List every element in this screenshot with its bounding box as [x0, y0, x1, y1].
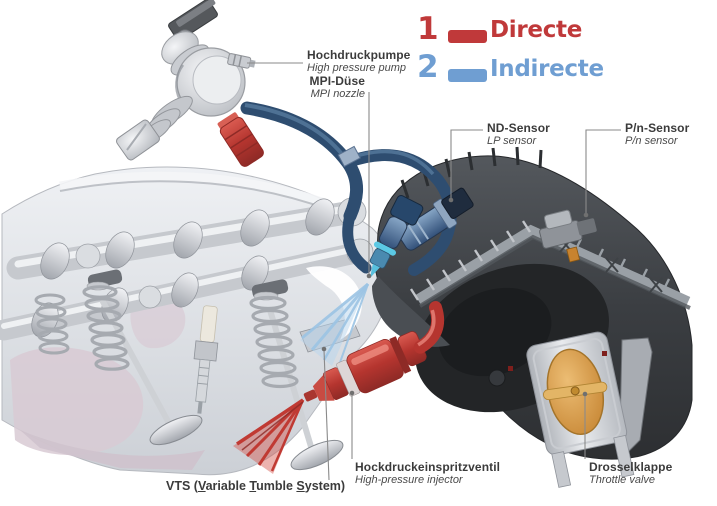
legend-label-direct: Directe [490, 17, 583, 43]
label-nd-en: LP sensor [487, 135, 537, 147]
callout-hp-injector: Hockdruckeinspritzventil High-pressure i… [355, 460, 501, 487]
label-pump-en: High pressure pump [307, 62, 407, 74]
high-pressure-pump [116, 0, 264, 167]
label-injector-en: High-pressure injector [355, 474, 463, 486]
mpi-injector [369, 195, 424, 278]
label-throttle-de: Drosselklappe [589, 460, 673, 474]
throttle-valve [526, 331, 635, 488]
legend-label-indirect: Indirecte [490, 56, 604, 82]
mpi-spray [300, 282, 370, 369]
vts-underlined-v: V [197, 479, 206, 493]
leader-lines [247, 62, 621, 481]
callout-mpi-nozzle: MPI-Düse MPI nozzle [255, 74, 365, 101]
vts-text: ariable [205, 479, 250, 493]
pump-red-fitting [217, 112, 264, 167]
spark-plug [193, 305, 219, 414]
label-pump-de: Hochdruckpumpe [307, 48, 411, 62]
vts-text: ystem) [304, 479, 346, 493]
callout-high-pressure-pump: Hochdruckpumpe High pressure pump [307, 48, 411, 75]
leader-dots [321, 197, 589, 397]
hp-spray [233, 398, 305, 474]
callout-vts: VTS (Variable Tumble System) [166, 479, 345, 493]
legend-swatch-direct [448, 30, 487, 43]
label-pn-de: P/n-Sensor [625, 121, 690, 135]
intake-manifold [372, 146, 693, 488]
vts-underlined-s: S [296, 479, 305, 493]
legend-swatch-indirect [448, 69, 487, 82]
legend-number-indirect: 2 [417, 49, 439, 85]
label-pn-en: P/n sensor [625, 135, 678, 147]
valves [34, 281, 344, 471]
vts-underlined-t: T [249, 479, 257, 493]
vts-text: umble [256, 479, 297, 493]
label-throttle-en: Throttle valve [589, 474, 656, 486]
camshafts [0, 197, 374, 341]
label-injector-de: Hockdruckeinspritzventil [355, 460, 501, 474]
pn-sensor [539, 209, 597, 249]
callout-throttle: Drosselklappe Throttle valve [589, 460, 673, 487]
nd-sensor [398, 187, 474, 251]
hp-injector [303, 301, 445, 402]
label-nd-de: ND-Sensor [487, 121, 550, 135]
label-mpi-en: MPI nozzle [310, 88, 365, 100]
legend-number-direct: 1 [417, 11, 439, 47]
vts-text: VTS ( [166, 479, 198, 493]
cylinder-head [0, 166, 392, 476]
manifold-flange [409, 220, 691, 310]
label-mpi-de: MPI-Düse [309, 74, 365, 88]
callout-pn-sensor: P/n-Sensor P/n sensor [625, 121, 690, 148]
callout-nd-sensor: ND-Sensor LP sensor [487, 121, 550, 148]
blue-fuel-line [240, 101, 457, 276]
